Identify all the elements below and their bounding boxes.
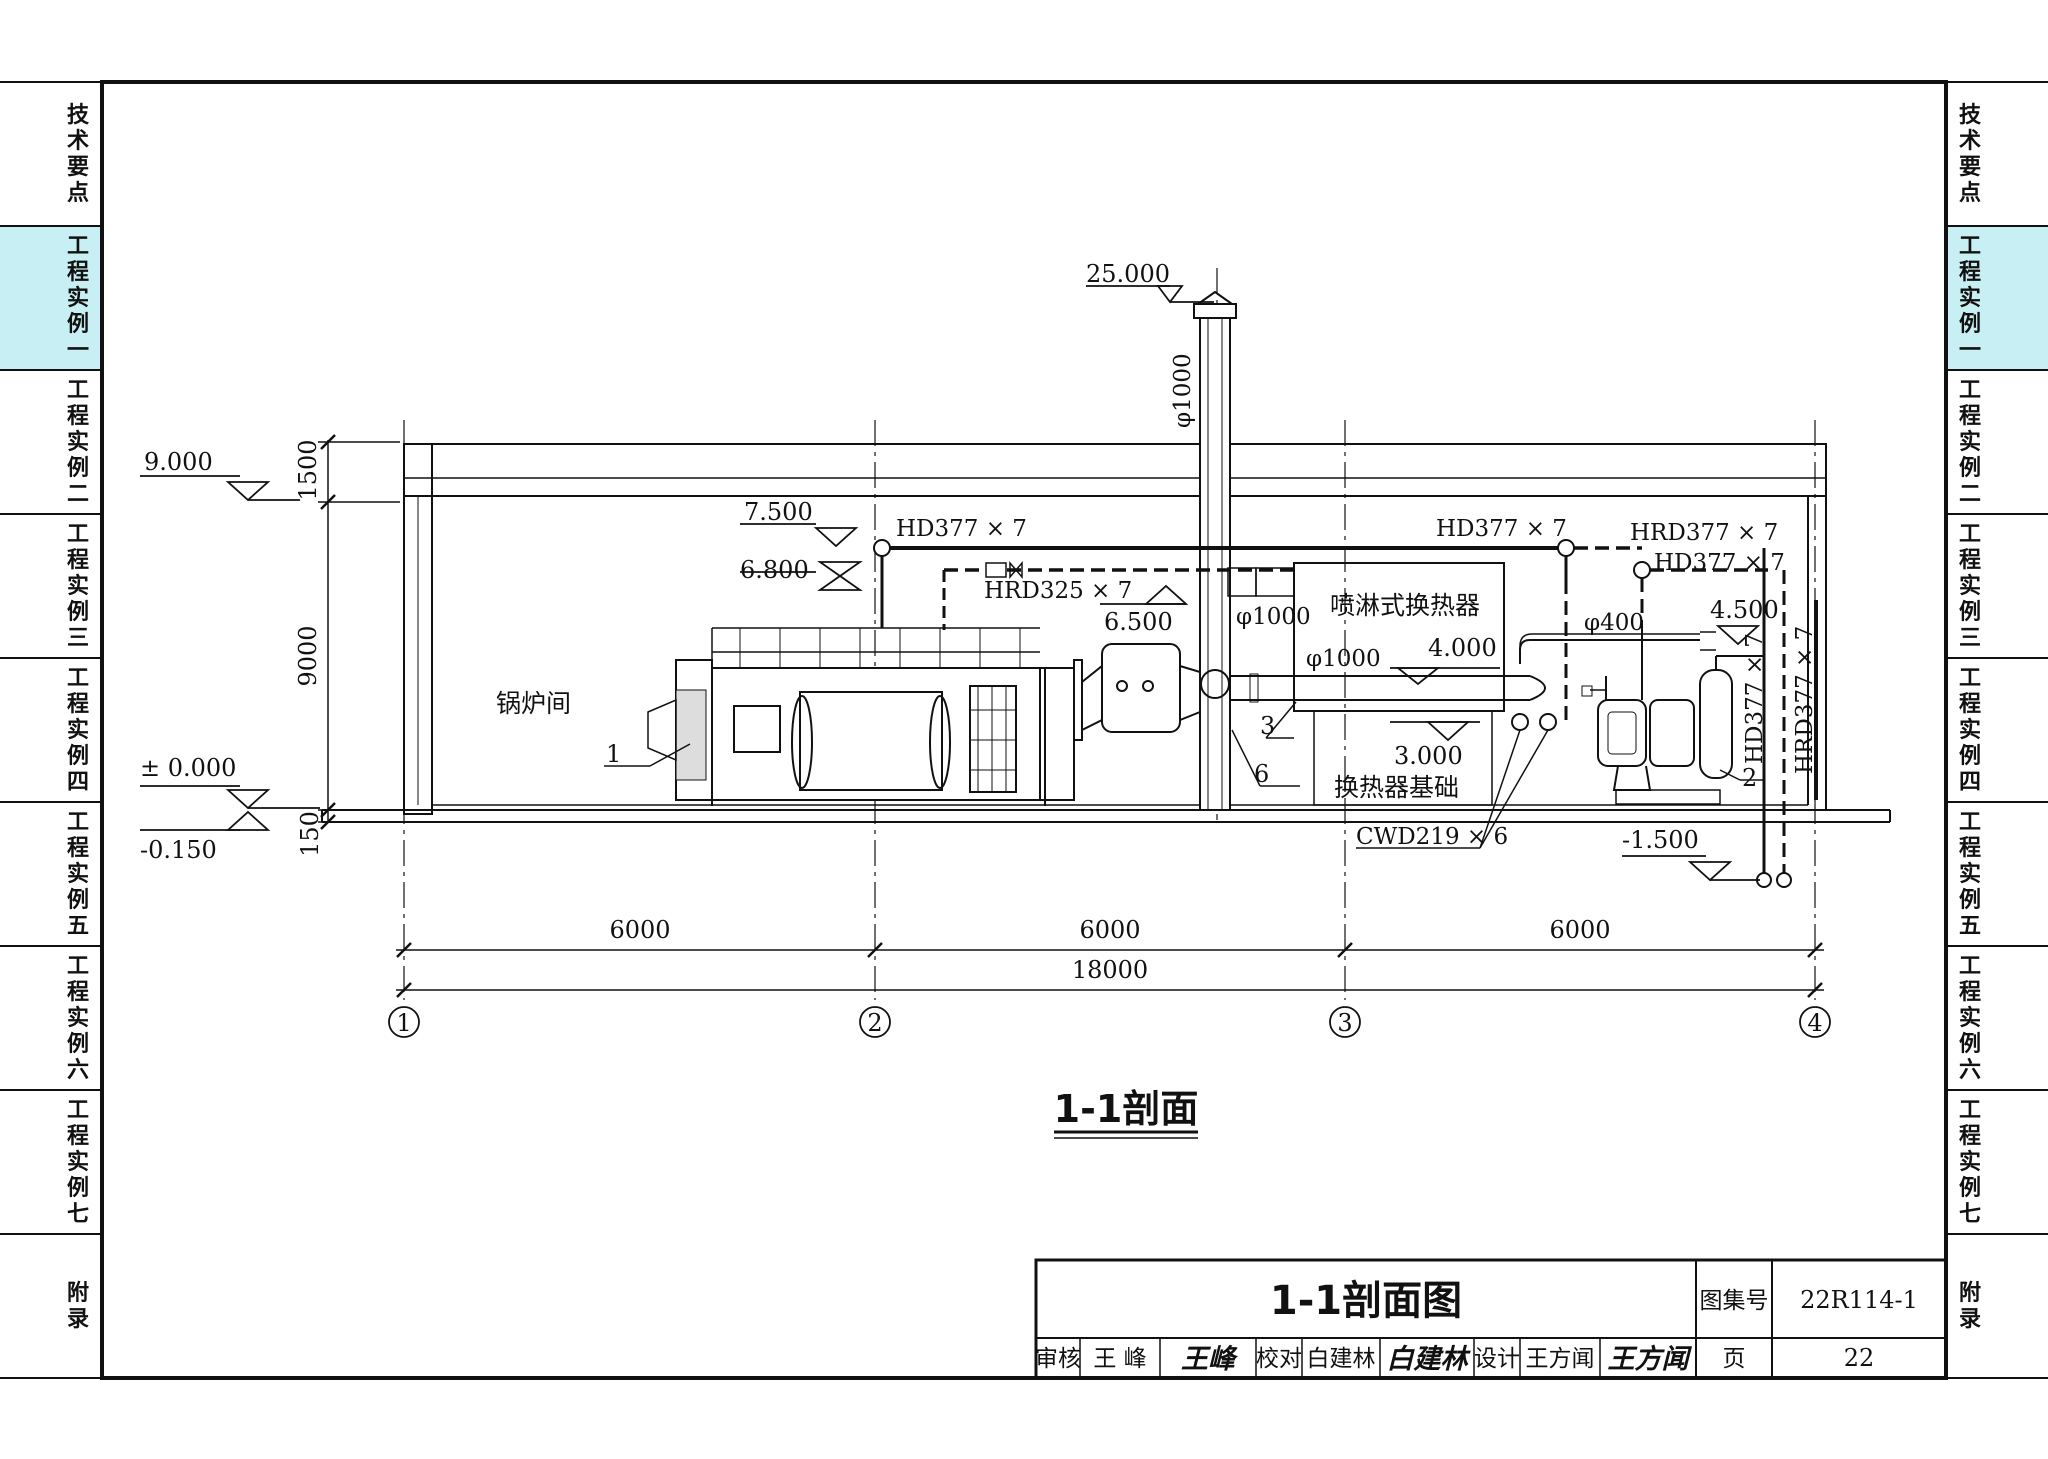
- side-tab-right-5[interactable]: 工程实例四: [1959, 666, 1981, 795]
- side-tab-right-2[interactable]: 工程实例一: [1959, 234, 1981, 363]
- atlas-number: 22R114-1: [1800, 1286, 1918, 1314]
- side-tab-right-3[interactable]: 工程实例二: [1959, 378, 1981, 507]
- dim-150: 150: [296, 811, 324, 857]
- designer-name: 王方闻: [1526, 1346, 1595, 1372]
- duct-diameter-label-b: φ1000: [1306, 646, 1381, 672]
- exchanger-base-label: 换热器基础: [1334, 773, 1459, 802]
- tab-active-bg-right: [1948, 226, 2048, 370]
- pipe-label-cwd219: CWD219 × 6: [1356, 824, 1508, 850]
- side-tab-left-3[interactable]: 工程实例二: [67, 378, 89, 507]
- page-number: 22: [1844, 1344, 1875, 1372]
- duct-diameter-label-a: φ1000: [1236, 604, 1311, 630]
- boiler: [647, 627, 1075, 806]
- elev-7500: 7.500: [744, 498, 813, 526]
- page-label: 页: [1723, 1346, 1746, 1372]
- dim-span-3: 6000: [1549, 916, 1610, 944]
- pipe-label-hrd377-vertical: HRD377 × 7: [1792, 626, 1818, 774]
- reviewer-signature: 王峰: [1181, 1344, 1239, 1375]
- axis-label-2: 2: [867, 1009, 882, 1037]
- dimension-lines: [318, 434, 1824, 998]
- title-block-text: 1-1剖面图 图集号 22R114-1 审核 王 峰 王峰 校对 白建林 白建林…: [1035, 1278, 1918, 1375]
- design-label: 设计: [1474, 1346, 1520, 1372]
- tab-active-bg: [0, 226, 100, 370]
- checker-name: 白建林: [1307, 1346, 1376, 1372]
- side-tab-left-2[interactable]: 工程实例一: [67, 234, 89, 363]
- atlas-label: 图集号: [1700, 1288, 1769, 1314]
- axis-label-3: 3: [1337, 1009, 1352, 1037]
- title-block: [1034, 1258, 1948, 1380]
- elev-4500: 4.500: [1710, 596, 1779, 624]
- pipe-label-hrd377-a: HRD377 × 7: [1630, 520, 1778, 546]
- axis-bubble-1: [388, 1006, 420, 1038]
- spray-heat-exchanger: [1227, 562, 1716, 806]
- leader-lines: [604, 701, 1764, 849]
- pipe-label-hrd325: HRD325 × 7: [984, 578, 1132, 604]
- side-tab-left-4[interactable]: 工程实例三: [67, 522, 89, 651]
- elev-6500: 6.500: [1104, 608, 1173, 636]
- side-tab-right-1[interactable]: 技术要点: [1959, 103, 1982, 206]
- side-tab-left-7[interactable]: 工程实例六: [67, 954, 89, 1083]
- right-tab-strip: [1948, 81, 2048, 1379]
- axis-bubbles: [388, 1006, 1831, 1038]
- callout-2: 2: [1742, 764, 1757, 792]
- elev-m0150: -0.150: [140, 836, 217, 864]
- callout-3: 3: [1260, 712, 1275, 740]
- pipe-label-hd377-b: HD377 × 7: [1436, 516, 1567, 542]
- axis-bubble-3: [1329, 1006, 1361, 1038]
- dim-span-1: 6000: [609, 916, 670, 944]
- side-tab-right-8[interactable]: 工程实例七: [1959, 1098, 1981, 1227]
- boiler-room-label: 锅炉间: [496, 689, 571, 718]
- callout-6: 6: [1254, 760, 1269, 788]
- side-tab-left-8[interactable]: 工程实例七: [67, 1098, 89, 1227]
- side-tab-right-7[interactable]: 工程实例六: [1959, 954, 1981, 1083]
- section-title: 1-1剖面: [1054, 1087, 1199, 1131]
- side-tab-right-9[interactable]: 附录: [1959, 1280, 1981, 1332]
- review-label: 审核: [1035, 1346, 1081, 1372]
- pipe-label-hd377-vertical: HD377 × 7: [1742, 633, 1768, 764]
- axis-bubble-4: [1799, 1006, 1831, 1038]
- elevation-markers: [140, 285, 1761, 882]
- exchanger-label: 喷淋式换热器: [1330, 591, 1480, 620]
- dim-span-2: 6000: [1079, 916, 1140, 944]
- axis-label-1: 1: [396, 1009, 411, 1037]
- stack-diameter-label: φ1000: [1170, 353, 1196, 428]
- axis-bubble-2: [859, 1006, 891, 1038]
- side-tab-left-5[interactable]: 工程实例四: [67, 666, 89, 795]
- elev-9000: 9.000: [144, 448, 213, 476]
- pumps: [1581, 656, 1733, 805]
- side-tab-right-6[interactable]: 工程实例五: [1959, 810, 1981, 939]
- side-tab-left-6[interactable]: 工程实例五: [67, 810, 89, 939]
- checker-signature: 白建林: [1387, 1344, 1472, 1375]
- drawing-name: 1-1剖面图: [1270, 1278, 1462, 1324]
- axis-label-4: 4: [1807, 1009, 1822, 1037]
- dim-9000: 9000: [294, 625, 322, 686]
- elev-4000: 4.000: [1428, 634, 1497, 662]
- elev-3000: 3.000: [1394, 742, 1463, 770]
- side-tab-left-9[interactable]: 附录: [67, 1280, 89, 1332]
- elev-m1500: -1.500: [1622, 826, 1699, 854]
- piping: [873, 539, 1792, 888]
- dim-1500: 1500: [294, 439, 322, 500]
- reviewer-name: 王 峰: [1093, 1346, 1146, 1372]
- check-label: 校对: [1256, 1346, 1302, 1372]
- side-tab-left-1[interactable]: 技术要点: [67, 103, 90, 206]
- chimney: [1193, 290, 1237, 811]
- elev-0000: ± 0.000: [140, 754, 236, 782]
- designer-signature: 王方闻: [1608, 1344, 1693, 1375]
- left-tab-strip: [0, 81, 100, 1379]
- dim-total: 18000: [1072, 956, 1148, 984]
- pipe-diameter-label-400: φ400: [1584, 610, 1644, 636]
- drawing-labels: 25.000 9.000 7.500 6.800 6.500 4.500 4.0…: [140, 260, 1823, 1139]
- building-section: [321, 443, 1891, 823]
- callout-1: 1: [606, 740, 621, 768]
- pipe-label-hd377-c: HD377 × 7: [1654, 550, 1785, 576]
- elev-25000: 25.000: [1086, 260, 1170, 288]
- elev-6800: 6.800: [740, 556, 809, 584]
- flue-duct: [1073, 643, 1546, 741]
- sheet-border: [100, 80, 1948, 1380]
- side-tab-right-4[interactable]: 工程实例三: [1959, 522, 1981, 651]
- pipe-label-hd377-a: HD377 × 7: [896, 516, 1027, 542]
